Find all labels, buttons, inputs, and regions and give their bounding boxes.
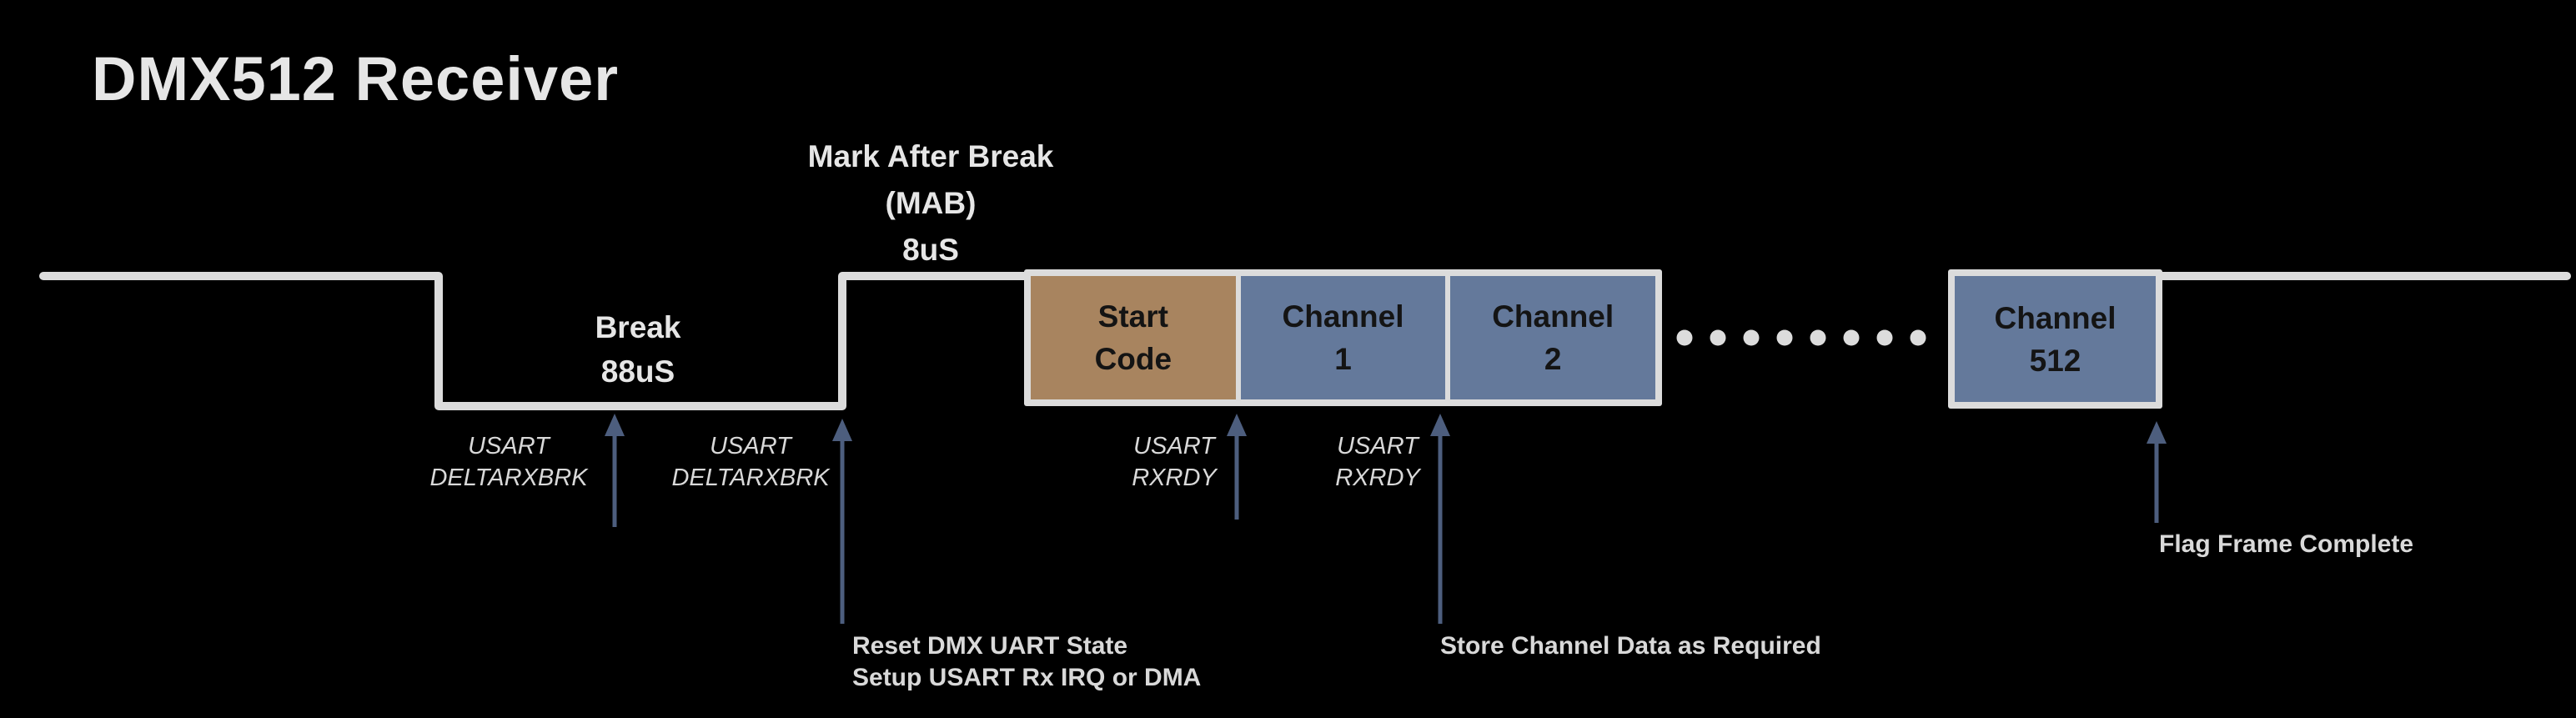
slot-channel-512: Channel 512	[1955, 276, 2156, 402]
ellipsis-dot	[1910, 329, 1926, 346]
slot-channel-1-label: Channel 1	[1282, 299, 1404, 376]
deltarxbrk-arrow-second	[832, 419, 852, 624]
slot-channel-512-label: Channel 512	[1994, 300, 2117, 378]
ellipsis-dot	[1676, 329, 1693, 346]
reset-uart-note: Reset DMX UART State Setup USART Rx IRQ …	[852, 632, 1202, 691]
deltarxbrk-arrow-first	[605, 414, 625, 527]
slot-channel-2: Channel 2	[1450, 276, 1656, 399]
rxrdy-arrow-second	[1430, 414, 1450, 624]
ellipsis-dot	[1876, 329, 1893, 346]
rxrdy-arrow-first	[1227, 414, 1247, 520]
ellipsis-dot	[1710, 329, 1726, 346]
store-channel-data-note: Store Channel Data as Required	[1440, 632, 1821, 660]
frame-slot-group-512: Channel 512	[1948, 269, 2162, 409]
ellipsis-dot	[1776, 329, 1793, 346]
page-title: DMX512 Receiver	[92, 44, 620, 113]
frame-slot-group: Start Code Channel 1 Channel 2	[1024, 269, 1662, 406]
usart-rxrdy-label-second: USART RXRDY	[1335, 433, 1420, 491]
slot-channel-1: Channel 1	[1240, 276, 1446, 399]
mab-label: Mark After Break (MAB) 8uS	[807, 139, 1054, 267]
flag-frame-arrow	[2147, 421, 2167, 523]
break-label: Break 88uS	[595, 310, 681, 389]
usart-deltarxbrk-label-second: USART DELTARXBRK	[671, 433, 830, 491]
ellipsis-dot	[1843, 329, 1860, 346]
slot-channel-2-label: Channel 2	[1492, 299, 1614, 376]
ellipsis-dot	[1810, 329, 1826, 346]
waveform-trace-left	[39, 272, 1034, 410]
usart-deltarxbrk-label-first: USART DELTARXBRK	[429, 433, 588, 491]
ellipsis-dot	[1743, 329, 1760, 346]
usart-rxrdy-label-first: USART RXRDY	[1132, 433, 1217, 491]
slot-start-code: Start Code	[1031, 276, 1236, 399]
slot-start-code-label: Start Code	[1094, 299, 1173, 376]
ellipsis-dots	[1676, 329, 1926, 346]
flag-frame-complete-note: Flag Frame Complete	[2159, 530, 2414, 558]
